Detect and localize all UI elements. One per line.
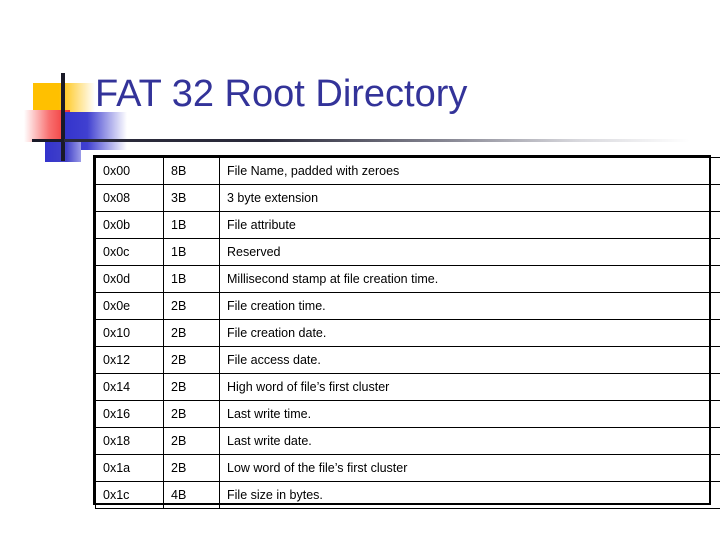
cell-description: High word of file’s first cluster	[219, 373, 720, 401]
cell-description: Last write time.	[219, 400, 720, 428]
cell-size: 2B	[163, 319, 220, 347]
cell-offset: 0x0c	[95, 238, 164, 266]
cell-size: 2B	[163, 400, 220, 428]
cell-size: 1B	[163, 265, 220, 293]
cell-offset: 0x1a	[95, 454, 164, 482]
cell-size: 2B	[163, 346, 220, 374]
cell-offset: 0x12	[95, 346, 164, 374]
cell-size: 4B	[163, 481, 220, 509]
cell-offset: 0x08	[95, 184, 164, 212]
cell-offset: 0x1c	[95, 481, 164, 509]
cell-offset: 0x0b	[95, 211, 164, 239]
decoration-vertical-rule	[61, 73, 65, 161]
cell-offset: 0x14	[95, 373, 164, 401]
cell-size: 1B	[163, 238, 220, 266]
cell-description: File creation time.	[219, 292, 720, 320]
cell-description: Reserved	[219, 238, 720, 266]
cell-size: 8B	[163, 157, 220, 185]
cell-offset: 0x0e	[95, 292, 164, 320]
cell-size: 2B	[163, 373, 220, 401]
cell-size: 2B	[163, 292, 220, 320]
decoration-red-square	[24, 110, 70, 142]
cell-description: File Name, padded with zeroes	[219, 157, 720, 185]
cell-offset: 0x0d	[95, 265, 164, 293]
cell-offset: 0x00	[95, 157, 164, 185]
title-underline-rule	[64, 139, 690, 142]
cell-description: 3 byte extension	[219, 184, 720, 212]
decoration-yellow-square	[33, 83, 95, 114]
cell-description: File size in bytes.	[219, 481, 720, 509]
decoration-blue-square-small	[45, 141, 81, 162]
cell-size: 1B	[163, 211, 220, 239]
cell-description: Low word of the file’s first cluster	[219, 454, 720, 482]
cell-size: 3B	[163, 184, 220, 212]
cell-description: File attribute	[219, 211, 720, 239]
decoration-horizontal-rule	[32, 139, 66, 142]
cell-offset: 0x16	[95, 400, 164, 428]
cell-size: 2B	[163, 427, 220, 455]
decoration-blue-square	[63, 112, 127, 150]
cell-description: Millisecond stamp at file creation time.	[219, 265, 720, 293]
cell-description: Last write date.	[219, 427, 720, 455]
page-title: FAT 32 Root Directory	[95, 73, 468, 115]
cell-size: 2B	[163, 454, 220, 482]
cell-description: File creation date.	[219, 319, 720, 347]
cell-description: File access date.	[219, 346, 720, 374]
cell-offset: 0x18	[95, 427, 164, 455]
cell-offset: 0x10	[95, 319, 164, 347]
